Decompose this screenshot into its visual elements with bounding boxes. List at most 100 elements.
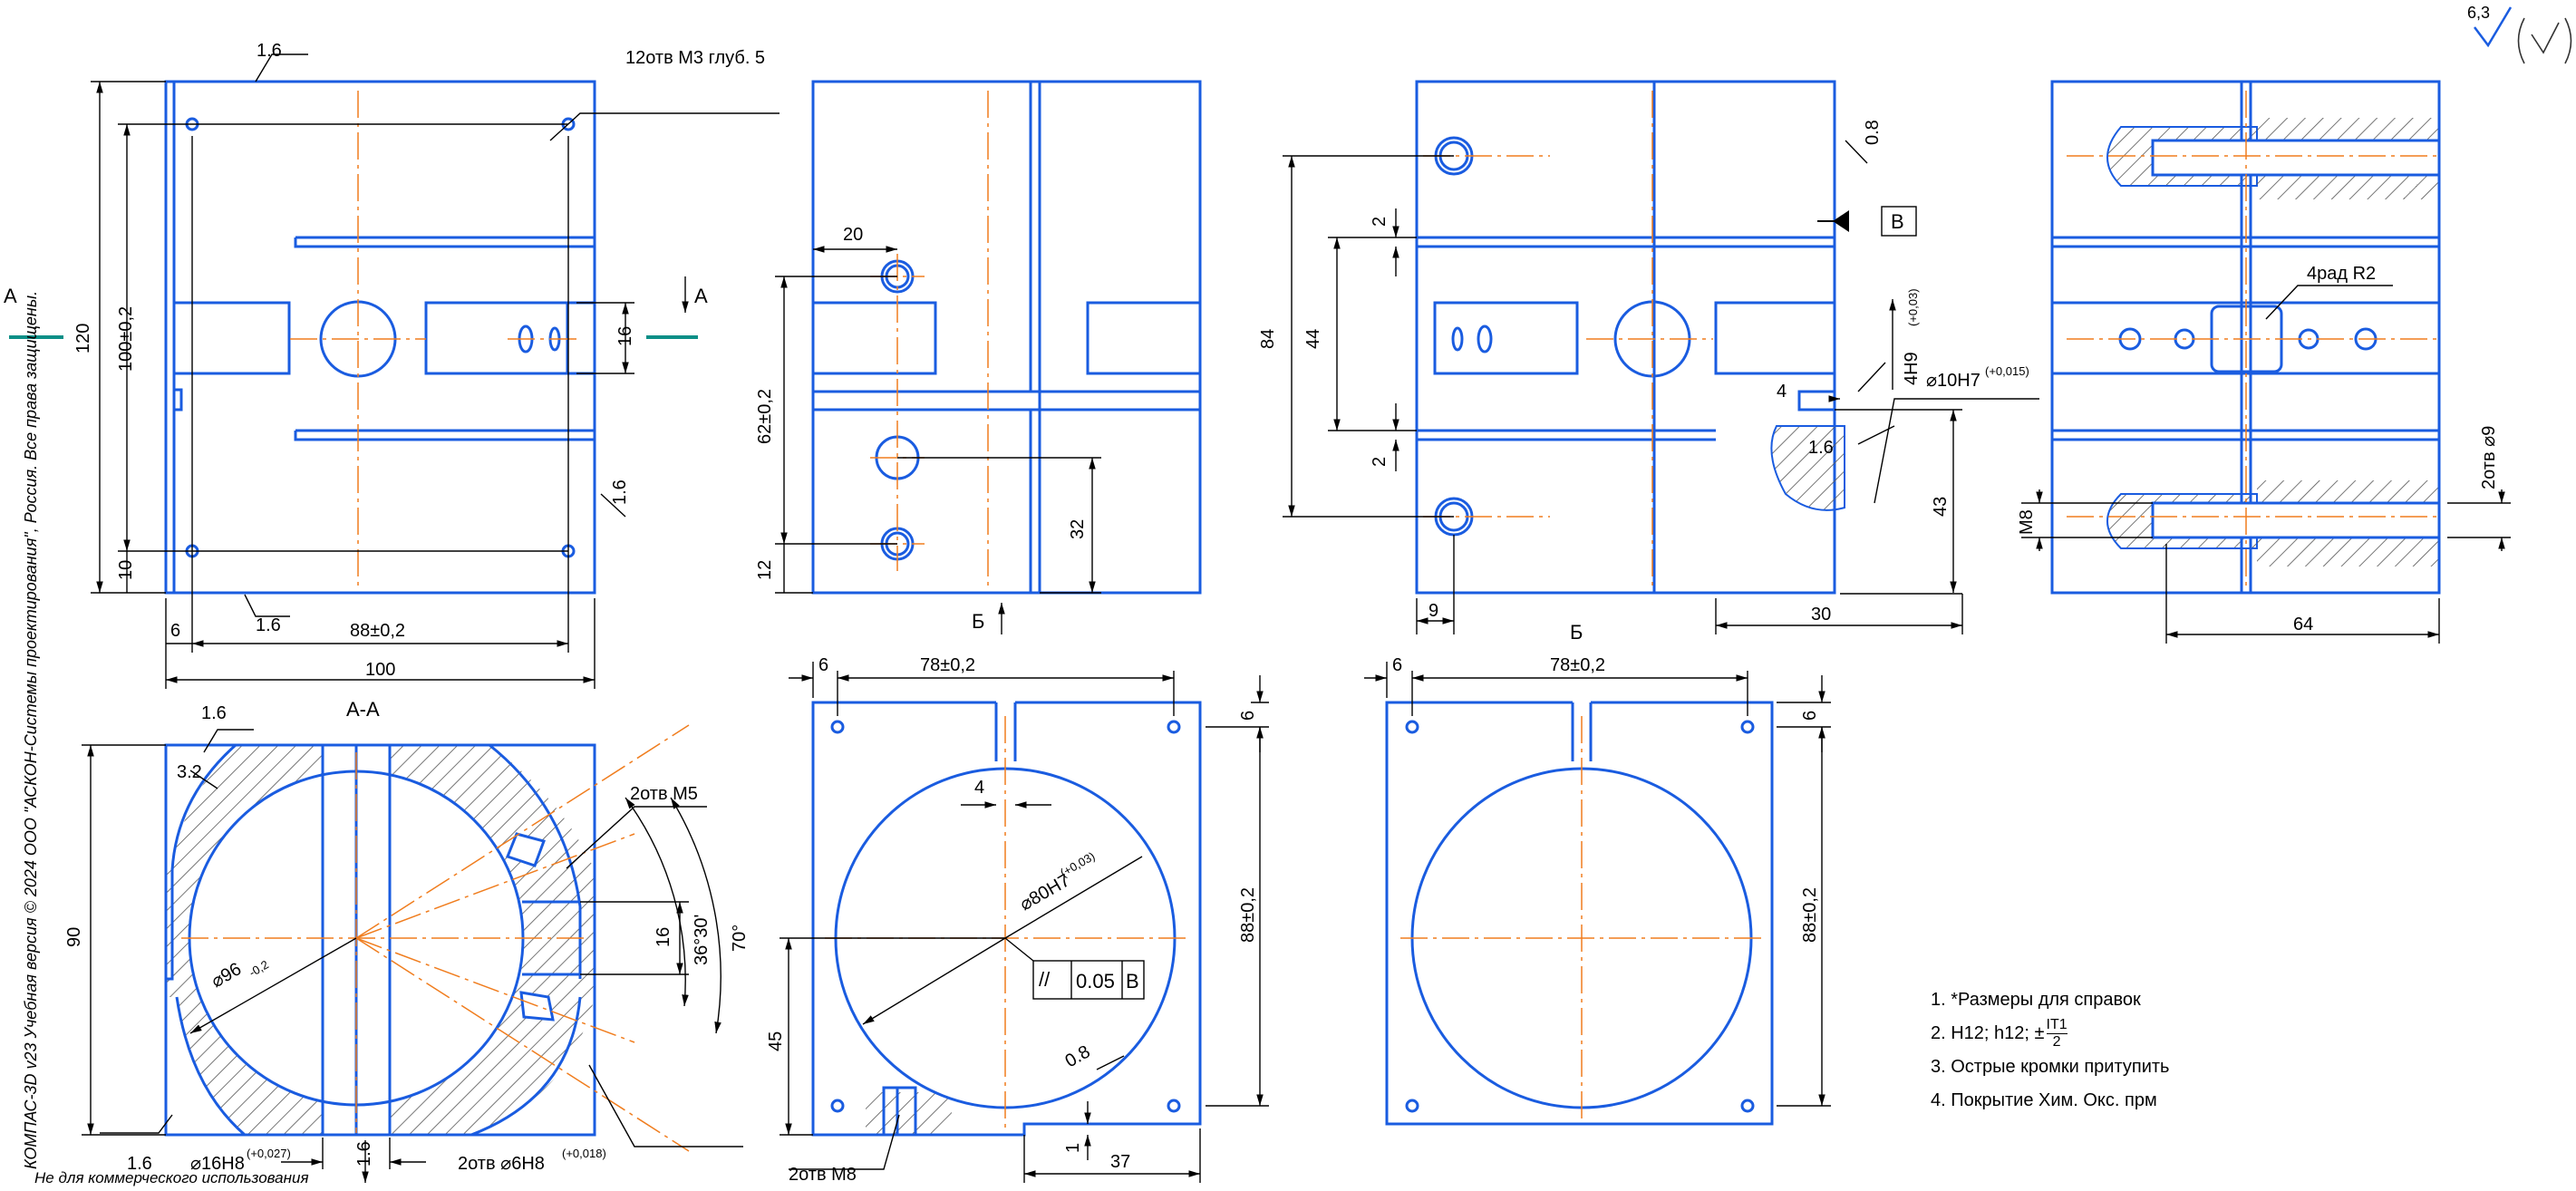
dim-30: 30 xyxy=(1811,605,1831,625)
dim-32: 32 xyxy=(1068,519,1088,539)
dim-2: 2 xyxy=(1370,217,1390,227)
dim-6: 6 xyxy=(1392,655,1402,675)
view-b1-dims xyxy=(780,662,1269,1183)
section-aa-dims xyxy=(82,729,743,1183)
dim-88: 88±0,2 xyxy=(1238,887,1258,943)
dim-20: 20 xyxy=(843,225,863,245)
dim-0.8: 0.8 xyxy=(1062,1041,1094,1071)
dim-4: 4 xyxy=(974,778,984,798)
dim-64: 64 xyxy=(2293,615,2313,634)
dim-80h7-tol: (+0,03) xyxy=(1058,849,1097,880)
dim-16: 16 xyxy=(654,927,673,947)
view-b2 xyxy=(1385,701,1774,1126)
tol-frame-ref: В xyxy=(1126,970,1139,992)
dim-78: 78±0,2 xyxy=(920,655,975,675)
dim-37: 37 xyxy=(1110,1152,1130,1172)
note-1: 1. *Размеры для справок xyxy=(1931,990,2141,1010)
dim-2: 2 xyxy=(1370,457,1390,467)
roughness-symbol xyxy=(2474,6,2572,64)
roughness-value: 6,3 xyxy=(2467,4,2490,22)
tol-frame-val: 0.05 xyxy=(1076,970,1115,992)
section-marks xyxy=(9,276,698,339)
dim-96-tol: -0,2 xyxy=(247,957,271,979)
dim-4h9-tol: (+0,03) xyxy=(1906,288,1920,326)
dim-120: 120 xyxy=(73,324,93,353)
technical-notes: 1. *Размеры для справок 2. H12; h12; ±IT… xyxy=(1931,983,2169,1118)
view-front xyxy=(164,80,596,595)
holes-m3-label: 12отв М3 глуб. 5 xyxy=(625,48,765,68)
section-a-left: А xyxy=(4,285,17,307)
dim-1.6: 1.6 xyxy=(1808,438,1834,458)
dim-1.6: 1.6 xyxy=(256,615,281,635)
dim-10: 10 xyxy=(116,560,136,580)
note-4: 4. Покрытие Хим. Окс. прм xyxy=(1931,1090,2157,1111)
section-a-right: А xyxy=(694,285,708,307)
dim-88: 88±0,2 xyxy=(350,621,405,641)
dim-10h7: ⌀10H7 xyxy=(1926,371,1980,391)
dim-3.2: 3.2 xyxy=(177,762,202,782)
holes-6h8-label: 2отв ⌀6Н8 xyxy=(458,1154,545,1174)
dim-12: 12 xyxy=(755,560,775,580)
view-far-right-dims xyxy=(2021,285,2511,644)
view-far-right xyxy=(2050,80,2441,595)
note-2-denominator: 2 xyxy=(2052,1034,2061,1051)
dim-43: 43 xyxy=(1931,497,1951,517)
dim-10h7-tol: (+0,015) xyxy=(1985,364,2029,378)
dim-44: 44 xyxy=(1303,329,1323,349)
view-b1 xyxy=(811,701,1202,1137)
note-2-numerator: IT1 xyxy=(2046,1017,2068,1035)
copyright-text: КОМПАС-3D v23 Учебная версия © 2024 ООО … xyxy=(22,290,40,1169)
dim-6: 6 xyxy=(170,621,180,641)
dim-88: 88±0,2 xyxy=(1800,887,1820,943)
dim-100-02: 100±0,2 xyxy=(116,306,136,372)
view-side-dims xyxy=(1283,140,2039,634)
dim-6: 6 xyxy=(1238,711,1258,721)
dim-1.6: 1.6 xyxy=(127,1154,152,1174)
dim-45: 45 xyxy=(766,1031,786,1051)
dim-4h9: 4H9 xyxy=(1902,352,1922,385)
tol-frame-sym: // xyxy=(1039,968,1051,991)
angle-36: 36°30' xyxy=(692,915,712,965)
holes-m5-label: 2отв М5 xyxy=(630,784,698,804)
dim-0.8: 0.8 xyxy=(1863,120,1883,145)
datum-b: В xyxy=(1891,210,1904,233)
dim-100: 100 xyxy=(365,660,395,680)
holes-6h8-tol: (+0,018) xyxy=(562,1147,606,1160)
view-front-dims xyxy=(91,53,780,689)
dim-m8: M8 xyxy=(2017,509,2037,535)
dim-62: 62±0,2 xyxy=(755,389,775,444)
dim-1.6: 1.6 xyxy=(257,41,282,61)
dim-9: 9 xyxy=(1428,601,1438,621)
dim-1.6: 1.6 xyxy=(354,1141,374,1167)
dim-90: 90 xyxy=(64,927,84,947)
non-commercial-text: Не для коммерческого использования xyxy=(34,1169,309,1186)
dim-84: 84 xyxy=(1258,329,1278,349)
dim-6: 6 xyxy=(818,655,828,675)
dim-16: 16 xyxy=(615,326,635,346)
view-b2-dims xyxy=(1364,662,1831,1107)
note-2-text: 2. H12; h12; ± xyxy=(1931,1023,2045,1043)
dim-96: ⌀96 xyxy=(208,959,246,992)
view-middle xyxy=(811,80,1202,595)
dim-16h8-tol: (+0,027) xyxy=(247,1147,291,1160)
holes-m8-label: 2отв М8 xyxy=(789,1165,857,1185)
dim-78: 78±0,2 xyxy=(1550,655,1605,675)
dim-1.6: 1.6 xyxy=(610,479,630,505)
angle-70: 70° xyxy=(730,925,750,952)
section-aa-title: А-А xyxy=(346,698,380,721)
view-b-label: Б xyxy=(972,610,984,633)
dim-1.6: 1.6 xyxy=(201,703,227,723)
view-b-label: Б xyxy=(1570,621,1583,644)
dim-6: 6 xyxy=(1800,711,1820,721)
note-3: 3. Острые кромки притупить xyxy=(1931,1057,2170,1078)
holes-9-label: 2отв ⌀9 xyxy=(2479,426,2499,489)
section-aa xyxy=(164,743,596,1137)
dim-16h8: ⌀16H8 xyxy=(190,1154,245,1174)
dim-4: 4 xyxy=(1777,382,1787,402)
dim-1: 1 xyxy=(1063,1143,1083,1153)
view-middle-dims xyxy=(775,246,1101,634)
rad-r2-label: 4рад R2 xyxy=(2307,264,2376,284)
